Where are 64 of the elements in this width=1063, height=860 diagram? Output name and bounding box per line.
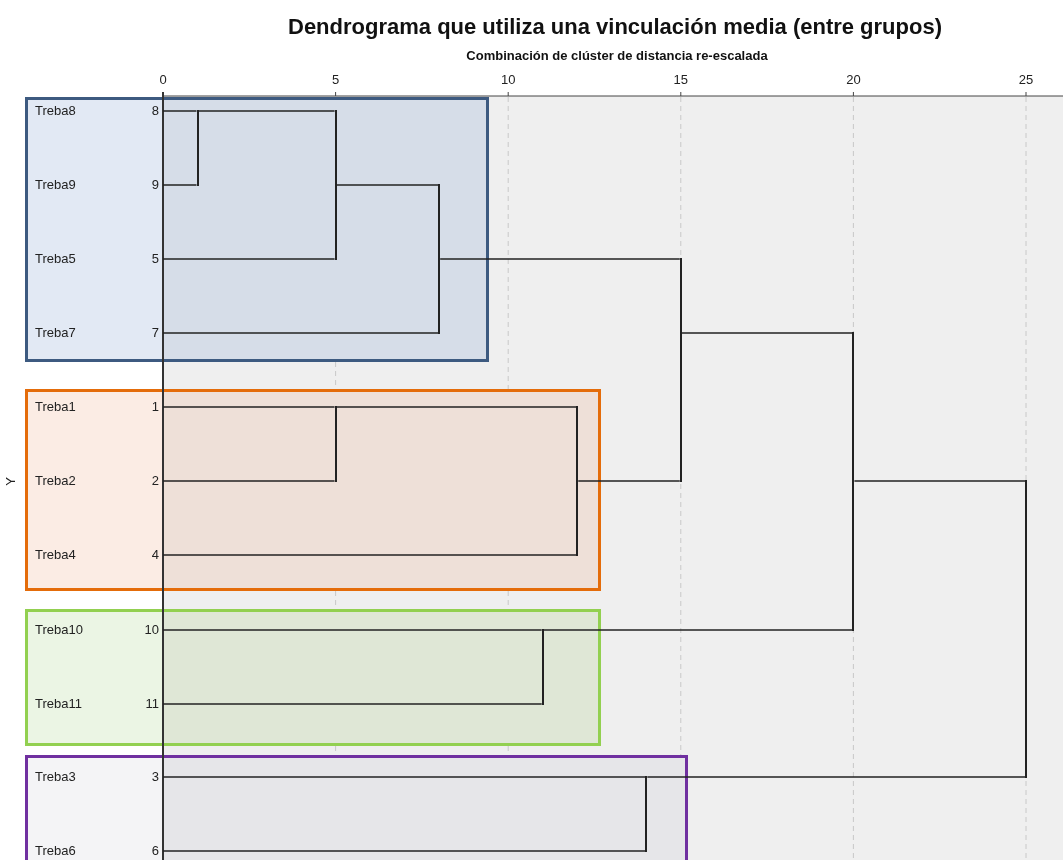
dendrogram-link — [162, 629, 543, 631]
leaf-number: 11 — [145, 696, 159, 712]
leaf-number: 5 — [151, 251, 159, 267]
dendrogram-link — [162, 554, 578, 556]
leaf-number: 3 — [151, 769, 159, 785]
leaf-label: Treba11 — [35, 696, 82, 712]
dendrogram-link — [162, 703, 543, 705]
leaf-number: 1 — [151, 399, 159, 415]
leaf-number: 2 — [151, 473, 159, 489]
merge-bar — [576, 406, 579, 556]
leaf-number: 9 — [151, 177, 159, 193]
merge-bar — [196, 110, 199, 186]
tick-label: 20 — [845, 72, 862, 87]
dendrogram-link — [162, 406, 336, 408]
tick-label: 5 — [330, 72, 341, 87]
leaf-number: 7 — [151, 325, 159, 341]
dendrogram-link — [681, 332, 854, 334]
merge-bar — [852, 332, 855, 631]
tick-label: 25 — [1017, 72, 1035, 87]
dendrogram-link — [162, 332, 439, 334]
cluster-box — [25, 97, 489, 362]
dendrogram-link — [162, 258, 336, 260]
dendrogram-link — [162, 850, 647, 852]
axis-label: Y — [2, 477, 18, 486]
cluster-box — [25, 609, 601, 746]
merge-bar — [541, 629, 544, 705]
dendrogram-link — [162, 110, 198, 112]
chart-title: Dendrograma que utiliza una vinculación media (entre grupos) — [287, 14, 943, 40]
dendrogram-link — [197, 110, 336, 112]
leaf-number: 8 — [151, 103, 159, 119]
leaf-label: Treba9 — [35, 177, 76, 193]
cluster-box — [25, 389, 601, 591]
cluster-box — [25, 755, 688, 860]
leaf-label: Treba1 — [35, 399, 76, 415]
tick-label: 10 — [499, 72, 517, 87]
axis-title: Combinación de clúster de distancia re-escalada — [465, 48, 769, 63]
dendrogram-link — [853, 480, 1026, 482]
dendrogram-link — [162, 480, 336, 482]
dendrogram-link — [335, 184, 439, 186]
leaf-label: Treba5 — [35, 251, 76, 267]
dendrogram-link — [162, 184, 198, 186]
leaf-label: Treba7 — [35, 325, 76, 341]
dendrogram-link — [335, 406, 578, 408]
merge-bar — [334, 406, 337, 482]
tick-label: 0 — [158, 72, 168, 87]
leaf-label: Treba6 — [35, 843, 76, 859]
dendrogram-link — [646, 776, 1026, 778]
leaf-label: Treba4 — [35, 547, 76, 563]
merge-bar — [334, 110, 337, 260]
tick-label: 15 — [672, 72, 690, 87]
dendrogram-link — [439, 258, 681, 260]
dendrogram-link — [577, 480, 681, 482]
leaf-label: Treba2 — [35, 473, 76, 489]
dendrogram-link — [162, 776, 647, 778]
leaf-number: 6 — [151, 843, 159, 859]
merge-bar — [438, 184, 441, 334]
leaf-number: 10 — [144, 622, 159, 638]
merge-bar — [645, 776, 648, 852]
dendrogram-link — [542, 629, 854, 631]
merge-bar — [679, 258, 682, 482]
leaf-number: 4 — [151, 547, 159, 563]
leaf-label: Treba8 — [35, 103, 76, 119]
leaf-label: Treba10 — [35, 622, 83, 638]
leaf-label: Treba3 — [35, 769, 76, 785]
